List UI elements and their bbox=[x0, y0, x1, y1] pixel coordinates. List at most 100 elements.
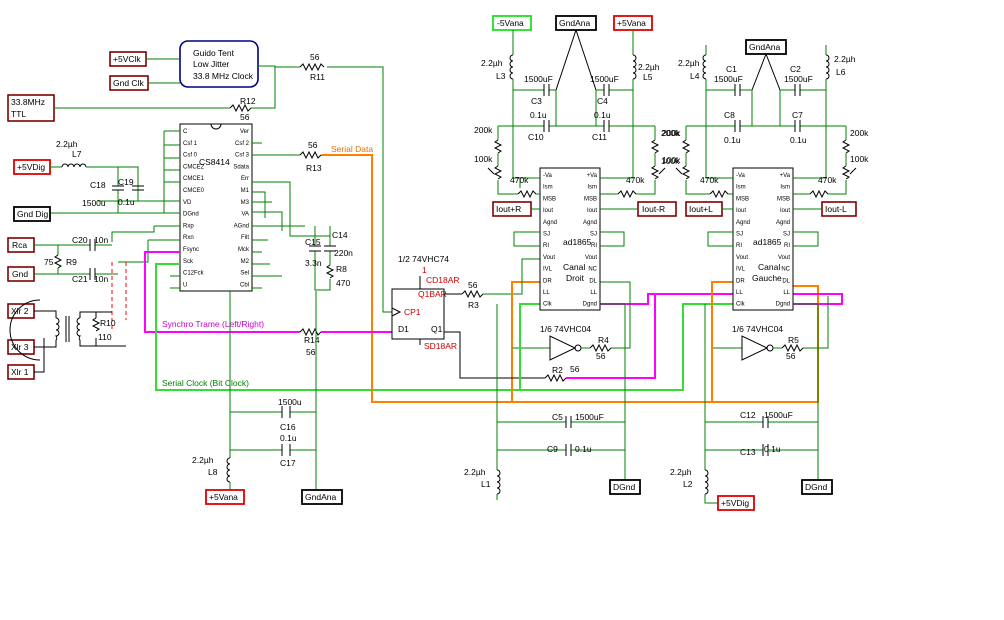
c16-label: C16 bbox=[280, 422, 296, 432]
port-5vdig: +5VDig bbox=[17, 162, 45, 172]
inverter2-label: 1/6 74VHC04 bbox=[732, 324, 783, 334]
c8-value: 0.1u bbox=[724, 135, 741, 145]
cs8414-left-pin-10: Fsync bbox=[183, 247, 199, 253]
c7-label: C7 bbox=[792, 110, 803, 120]
ad1865l-right-pin-1: Ism bbox=[780, 185, 790, 191]
ad1865l-right-pin-9: DL bbox=[782, 278, 790, 284]
port-gnddig: Gnd Dig bbox=[17, 209, 48, 219]
l1-value: 2.2µh bbox=[464, 467, 486, 477]
cs8414-left-pin-3: CMCE2 bbox=[183, 164, 205, 170]
flipflop-chip bbox=[391, 288, 445, 340]
cs8414-right-pin-3: Sdata bbox=[233, 164, 249, 170]
flipflop-cp1: CP1 bbox=[404, 307, 421, 317]
port-5vdig-bottom-box bbox=[717, 495, 755, 511]
ad1865l-left-pin-4: Agnd bbox=[736, 220, 750, 226]
c18-label: C18 bbox=[90, 180, 106, 190]
r13-value: 56 bbox=[308, 140, 318, 150]
cs8414-left-pin-4: CMCE1 bbox=[183, 176, 205, 182]
l5-value: 2.2µh bbox=[638, 62, 660, 72]
ad1865r-left-pin-10: LL bbox=[543, 290, 550, 296]
ad1865r-left-pin-7: Vout bbox=[543, 255, 555, 261]
port-gnddig-box bbox=[13, 206, 51, 222]
r10-label: R10 bbox=[100, 318, 116, 328]
c21-value: 10n bbox=[94, 274, 108, 284]
r11-value: 56 bbox=[310, 52, 320, 62]
port-ttl-line2: TTL bbox=[11, 109, 26, 119]
port-gndclk: Gnd Clk bbox=[113, 78, 144, 88]
c12-label: C12 bbox=[740, 410, 756, 420]
cs8414-right-pin-4: Err bbox=[241, 176, 249, 182]
oscillator-line1: Guido Tent bbox=[193, 48, 235, 58]
r5-label: R5 bbox=[788, 335, 799, 345]
cs8414-right-pin-9: Filt bbox=[241, 235, 249, 241]
r2-value: 56 bbox=[570, 364, 580, 374]
ad1865l-left-pin-6: RI bbox=[736, 243, 742, 249]
cs8414-left-pin-12: C12Fck bbox=[183, 271, 205, 277]
cs8414-right-pin-0: Ver bbox=[240, 129, 249, 135]
c16-value: 1500u bbox=[278, 397, 302, 407]
l3-value: 2.2µh bbox=[481, 58, 503, 68]
ad1865-left-name: ad1865 bbox=[753, 237, 782, 247]
r200k-c: 200k bbox=[662, 128, 681, 138]
r8-label: R8 bbox=[336, 264, 347, 274]
port-dgnd1-box bbox=[609, 479, 641, 495]
port-xlr3: Xlr 3 bbox=[11, 342, 29, 352]
c21-label: C21 bbox=[72, 274, 88, 284]
port-gndana-bottom-box bbox=[301, 489, 343, 505]
r4-label: R4 bbox=[598, 335, 609, 345]
port-dgnd1: DGnd bbox=[613, 482, 635, 492]
cs8414-right-pin-12: Sel bbox=[240, 271, 249, 277]
ad1865-right-chip bbox=[539, 167, 601, 311]
ad1865l-right-pin-4: Agnd bbox=[776, 220, 790, 226]
ad1865r-left-pin-3: Iout bbox=[543, 208, 553, 214]
ad1865l-left-pin-10: LL bbox=[736, 290, 743, 296]
ad1865l-right-pin-0: +Va bbox=[780, 173, 791, 179]
port-m5vana-box bbox=[492, 15, 532, 31]
c13-value: 0.1u bbox=[764, 444, 781, 454]
port-ioutmr: Iout-R bbox=[642, 204, 665, 214]
port-5vclk: +5VClk bbox=[113, 54, 141, 64]
l1-label: L1 bbox=[481, 479, 491, 489]
r470k-a: 470k bbox=[510, 175, 529, 185]
c10-label: C10 bbox=[528, 132, 544, 142]
ad1865l-left-pin-11: Clk bbox=[736, 302, 746, 308]
port-5vana-bottom: +5Vana bbox=[209, 492, 238, 502]
ad1865l-left-pin-5: SJ bbox=[736, 232, 743, 238]
r14-value: 56 bbox=[306, 347, 316, 357]
ad1865r-left-pin-2: MSB bbox=[543, 196, 556, 202]
synchro-label: Synchro Trame (Left/Right) bbox=[162, 319, 264, 329]
canal-droit-2: Droit bbox=[566, 273, 585, 283]
ad1865-left-chip bbox=[732, 167, 794, 311]
cs8414-left-pin-1: Csf 1 bbox=[183, 141, 198, 147]
c13-label: C13 bbox=[740, 447, 756, 457]
c7-value: 0.1u bbox=[790, 135, 807, 145]
r9-label: R9 bbox=[66, 257, 77, 267]
cs8414-left-pin-2: Csf 0 bbox=[183, 153, 198, 159]
ad1865r-left-pin-0: -Va bbox=[543, 173, 553, 179]
port-ioutpl: Iout+L bbox=[689, 204, 713, 214]
c2-label: C2 bbox=[790, 64, 801, 74]
c11-value: 0.1u bbox=[594, 110, 611, 120]
c14-label: C14 bbox=[332, 230, 348, 240]
r3-value: 56 bbox=[468, 280, 478, 290]
flipflop-q1: Q1 bbox=[431, 324, 443, 334]
l8-value: 2.2µh bbox=[192, 455, 214, 465]
serial-data-label: Serial Data bbox=[331, 144, 373, 154]
c17-label: C17 bbox=[280, 458, 296, 468]
ad1865r-right-pin-1: Ism bbox=[587, 185, 597, 191]
cs8414-right-pin-7: VA bbox=[241, 212, 249, 218]
port-dgnd2-box bbox=[801, 479, 833, 495]
flipflop-name: 1/2 74VHC74 bbox=[398, 254, 449, 264]
l4-label: L4 bbox=[690, 71, 700, 81]
ad1865l-right-pin-8: NC bbox=[781, 267, 790, 273]
ad1865r-left-pin-5: SJ bbox=[543, 232, 550, 238]
ad1865l-left-pin-1: Ism bbox=[736, 185, 746, 191]
l5-label: L5 bbox=[643, 72, 653, 82]
ad1865r-right-pin-11: Dgnd bbox=[583, 302, 597, 308]
c20-label: C20 bbox=[72, 235, 88, 245]
cs8414-chip bbox=[179, 123, 253, 292]
oscillator-line2: Low Jitter bbox=[193, 59, 230, 69]
